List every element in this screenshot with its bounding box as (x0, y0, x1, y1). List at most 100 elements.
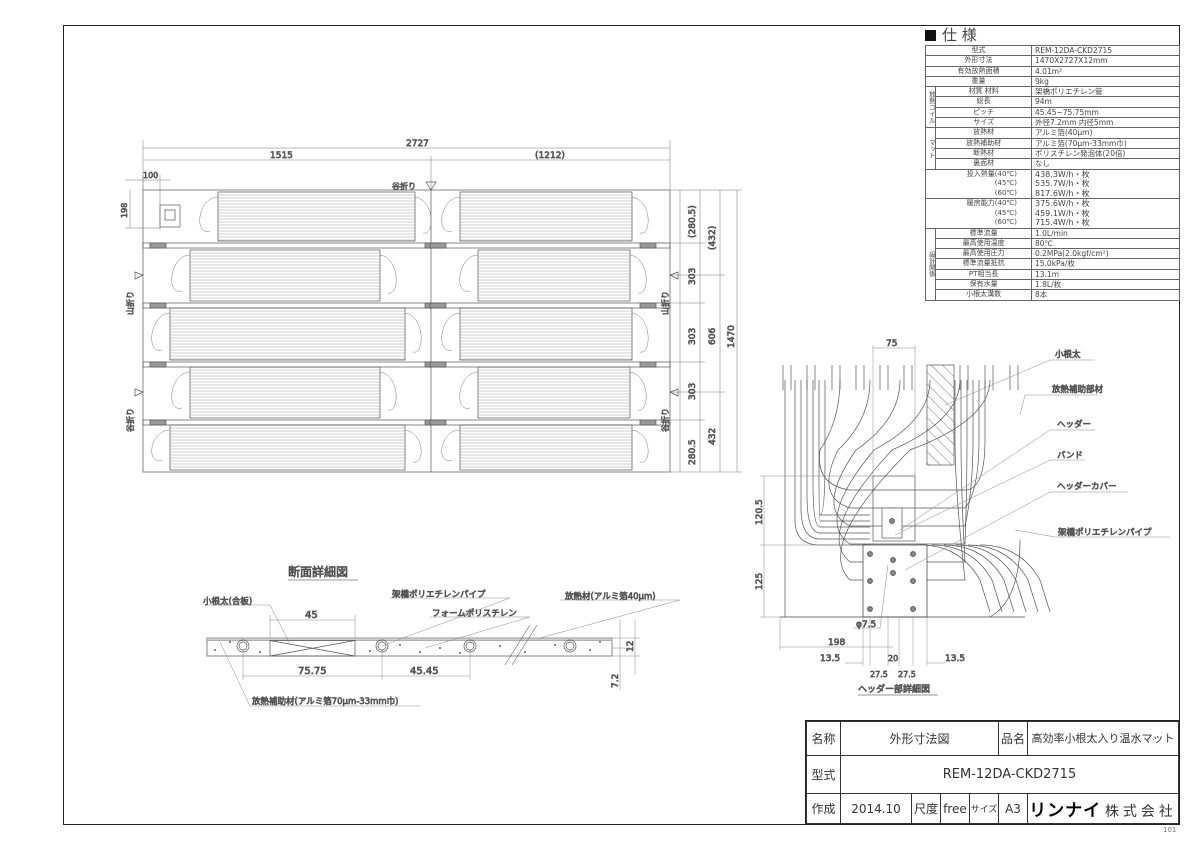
dim-45: 45 (305, 610, 318, 621)
spec-value: 13.1m (1031, 268, 1180, 281)
spec-key: 断熱材 (935, 147, 1032, 160)
dim-13-5-left: 13.5 (820, 654, 840, 664)
dim-27-5-left: 27.5 (870, 670, 888, 679)
fold-label-valley-left: 谷折り (125, 408, 135, 432)
dim-right-width: (1212) (535, 151, 565, 161)
header-clip (639, 361, 657, 368)
label-band: バンド (1057, 451, 1083, 461)
dim-header-y: 198 (120, 203, 129, 218)
spec-key: 標準流量抵抗 (935, 258, 1032, 270)
spec-value: 1470X2727X12mm (1031, 55, 1180, 67)
label-aux-member: 放熱補助部材 (1052, 384, 1104, 395)
spec-row: 裏面材なし (926, 158, 1180, 170)
dim-row-1: (280.5) (688, 205, 698, 238)
label-pex-pipe-detail: 架橋ポリエチレンパイプ (1058, 527, 1152, 538)
dim-row-5: 280.5 (688, 439, 698, 465)
pipe-panel (459, 366, 647, 419)
title-block: 名称 外形寸法図 品名 高効率小根太入り温水マット 型式 REM-12DA-CK… (805, 720, 1180, 825)
header-clip (429, 302, 447, 309)
pipe-panel (151, 424, 422, 471)
joist-strips (142, 242, 671, 426)
dim-total-height: 1470 (727, 325, 737, 348)
spec-value: 9kg (1031, 75, 1180, 88)
dim-27-5-right: 27.5 (898, 670, 916, 679)
dim-125: 125 (755, 573, 765, 590)
header-detail: 小根太 放熱補助部材 ヘッダー バンド ヘッダーカバー 架橋ポリエチレンパイプ … (755, 339, 1170, 696)
spec-key: ピッチ (935, 106, 1032, 119)
spec-key: 外形寸法 (925, 55, 1032, 67)
label-pex-pipe: 架橋ポリエチレンパイプ (392, 589, 486, 600)
header-clip (149, 302, 167, 309)
name-label: 名称 (806, 721, 841, 756)
spec-key: 裏面材 (935, 158, 1032, 170)
model-number: REM-12DA-CKD2715 (840, 754, 1179, 795)
joist-strip (142, 419, 671, 426)
size-label: サイズ (969, 793, 999, 824)
spec-row: 放熱補助材アルミ箔(70μm-33mm巾) (926, 137, 1180, 149)
spec-value: 80℃ (1031, 237, 1180, 250)
spec-row: 放熱コイル材質 材料架橋ポリエチレン管 (924, 86, 1180, 129)
spec-key: 投入熱量(40℃) (45℃) (60℃) (925, 168, 1032, 200)
header-clip (639, 419, 657, 426)
header-clip (639, 302, 657, 309)
created-date: 2014.10 (840, 793, 912, 824)
section-detail: 断面詳細図 小根太(合板) 架橋ポリエチレンパイプ フォームポリスチレン 放熱材… (203, 564, 681, 707)
spec-key: 放熱補助材 (935, 137, 1032, 149)
pipe-panel (151, 307, 422, 361)
spec-key: 最高使用圧力 (935, 248, 1032, 260)
drawing-name: 外形寸法図 (840, 721, 999, 756)
company: リンナイ 株式会社 (1027, 793, 1179, 824)
spec-value: アルミ箔(40μm) (1031, 127, 1180, 139)
label-header: ヘッダー (1057, 419, 1091, 430)
spec-key: 小根太溝数 (935, 289, 1032, 301)
fold-label-mountain-left: 山折り (125, 291, 135, 315)
spec-key: PT相当長 (935, 268, 1032, 281)
header-clip (149, 419, 167, 426)
spec-value: 94m (1031, 96, 1180, 108)
spec-group-label: 放熱コイル (924, 86, 937, 129)
spec-key: 放熱材 (935, 127, 1032, 139)
header-detail-title: ヘッダー部詳細図 (858, 683, 930, 695)
label-joist: 小根太 (1055, 349, 1081, 360)
spec-key: サイズ (935, 117, 1032, 129)
label-joist-plywood: 小根太(合板) (203, 596, 252, 607)
page-number: 101 (1163, 826, 1177, 834)
spec-key: 暖房能力(40℃) (45℃) (60℃) (925, 198, 1032, 229)
dim-13-5-right: 13.5 (945, 654, 965, 664)
spec-key: 総長 (935, 96, 1032, 108)
dim-75-75: 75.75 (298, 666, 327, 677)
mat-outline (142, 189, 671, 473)
spec-value: 375.6W/h・枚 459.1W/h・枚 715.4W/h・枚 (1031, 198, 1180, 229)
dim-header-x: 100 (143, 171, 158, 180)
dim-left-width: 1515 (270, 151, 293, 161)
dim-75: 75 (886, 339, 897, 349)
dim-row-3: 303 (688, 328, 698, 345)
header-clip (149, 361, 167, 368)
joist-strip (142, 242, 671, 249)
label-header-cover: ヘッダーカバー (1057, 481, 1117, 492)
spec-row: サイズ外径7.2mm 内径5mm (926, 117, 1180, 129)
spec-heading: 仕 様 (925, 25, 1180, 45)
fold-label-valley-top: 谷折り (392, 181, 416, 191)
spec-value: 外径7.2mm 内径5mm (1031, 117, 1180, 129)
header-clip (429, 361, 447, 368)
joist-strip (142, 361, 671, 368)
scale-value: free (940, 793, 970, 824)
label-foam-polystyrene: フォームポリスチレン (432, 609, 517, 619)
spec-value: ポリスチレン発泡体(20倍) (1031, 147, 1180, 160)
spec-key: 型式 (925, 44, 1032, 57)
spec-value: 0.2MPa(2.0kgf/cm²) (1031, 248, 1180, 260)
dim-row-4: 303 (688, 383, 698, 400)
dim-432-bottom: 432 (708, 428, 718, 445)
spec-value: 45.45~75.75mm (1031, 106, 1180, 119)
spec-group-label: 設計関係 (924, 227, 937, 301)
